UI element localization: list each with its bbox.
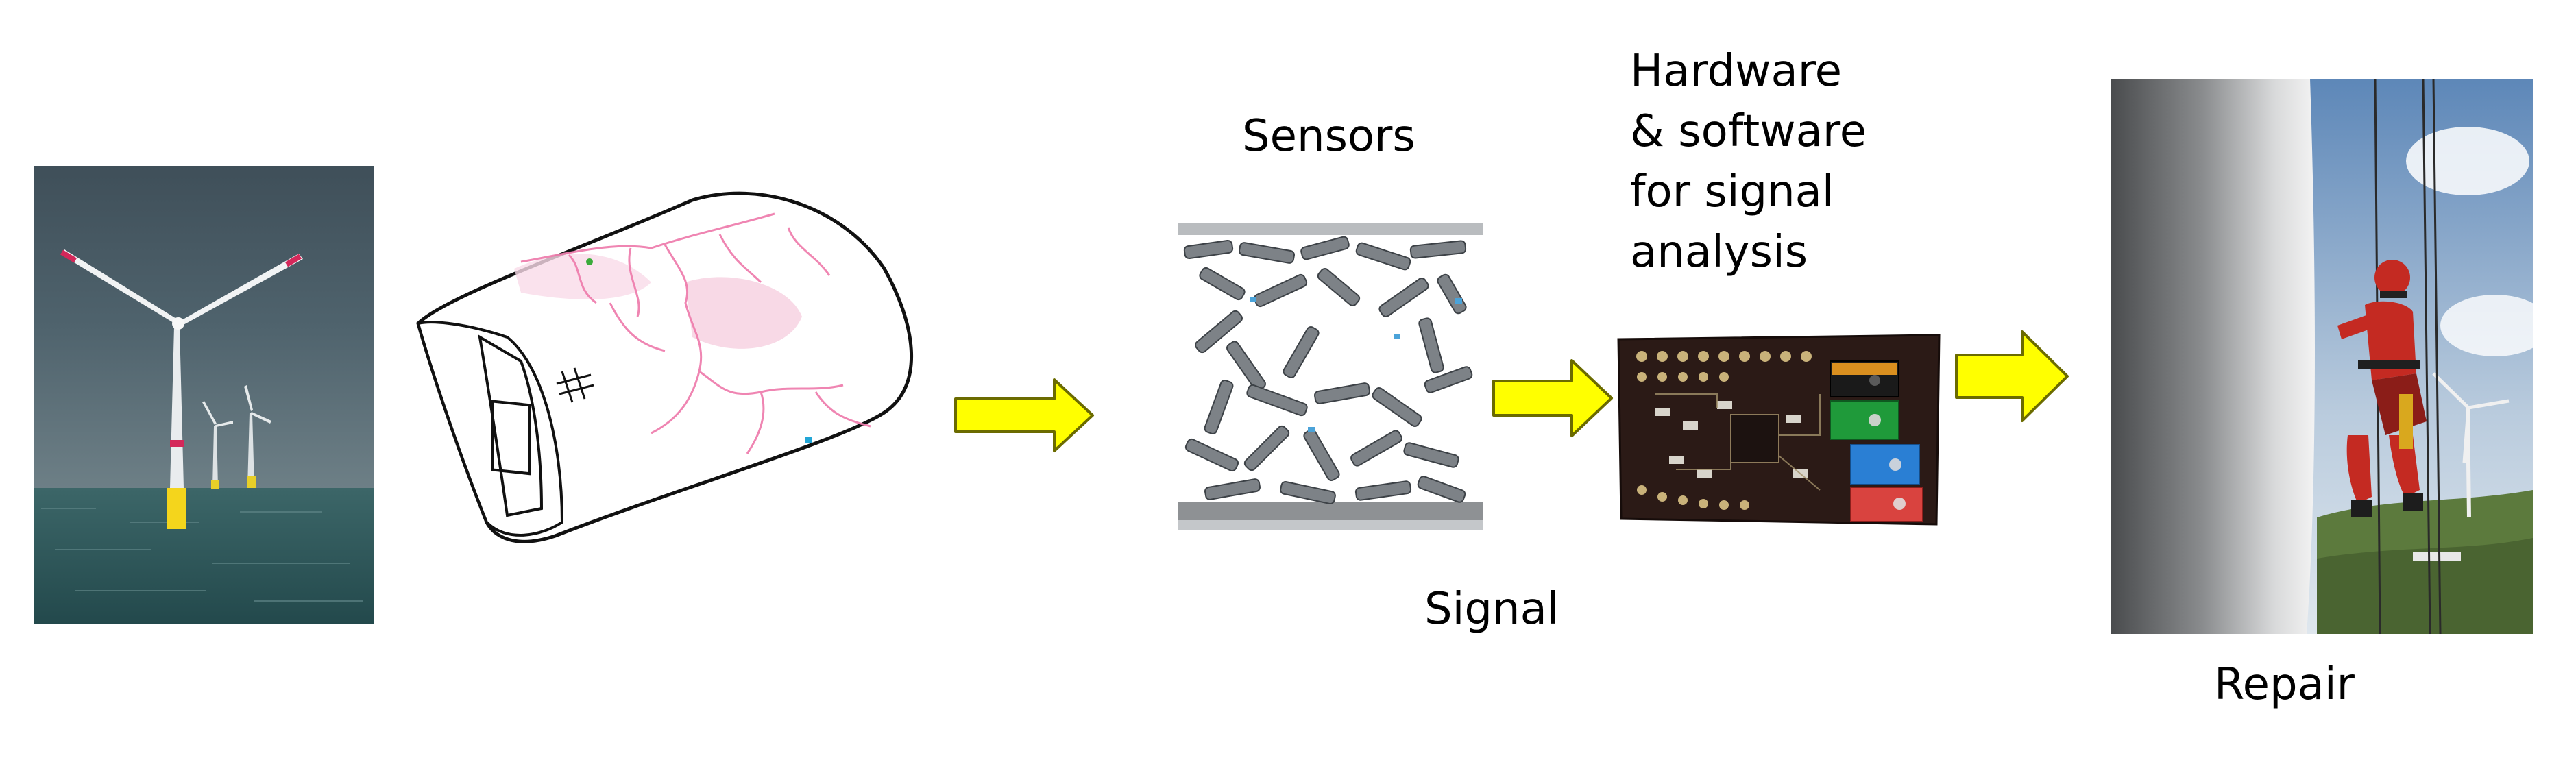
wind-turbine-photo (34, 166, 374, 624)
repair-photo (2111, 79, 2533, 634)
turbine-icon (34, 166, 374, 624)
hardware-label-line-1: Hardware (1630, 46, 1842, 97)
sensor-network-image (1178, 216, 1483, 531)
blade-section-icon (416, 191, 913, 543)
nanotube-network-icon (1178, 216, 1483, 531)
sensors-label: Sensors (1242, 111, 1415, 162)
flow-arrow-1 (953, 377, 1097, 454)
hardware-label-line-2: & software (1630, 106, 1867, 157)
signal-label: Signal (1424, 584, 1559, 635)
pcb-image (1614, 332, 1943, 528)
hardware-software-label: Hardware & software for signal analysis (1630, 41, 1867, 282)
arrow-right-icon (1955, 330, 2069, 422)
arrow-right-icon (1492, 359, 1613, 437)
flow-arrow-2 (1491, 358, 1614, 439)
circuit-board-icon (1617, 334, 1941, 526)
repair-label: Repair (2214, 659, 2355, 710)
rope-access-technician-icon (2111, 79, 2533, 634)
flow-arrow-3 (1954, 329, 2070, 424)
hardware-label-line-3: for signal (1630, 167, 1834, 217)
arrow-right-icon (954, 378, 1094, 452)
blade-sketch (404, 166, 939, 550)
hardware-label-line-4: analysis (1630, 227, 1808, 278)
